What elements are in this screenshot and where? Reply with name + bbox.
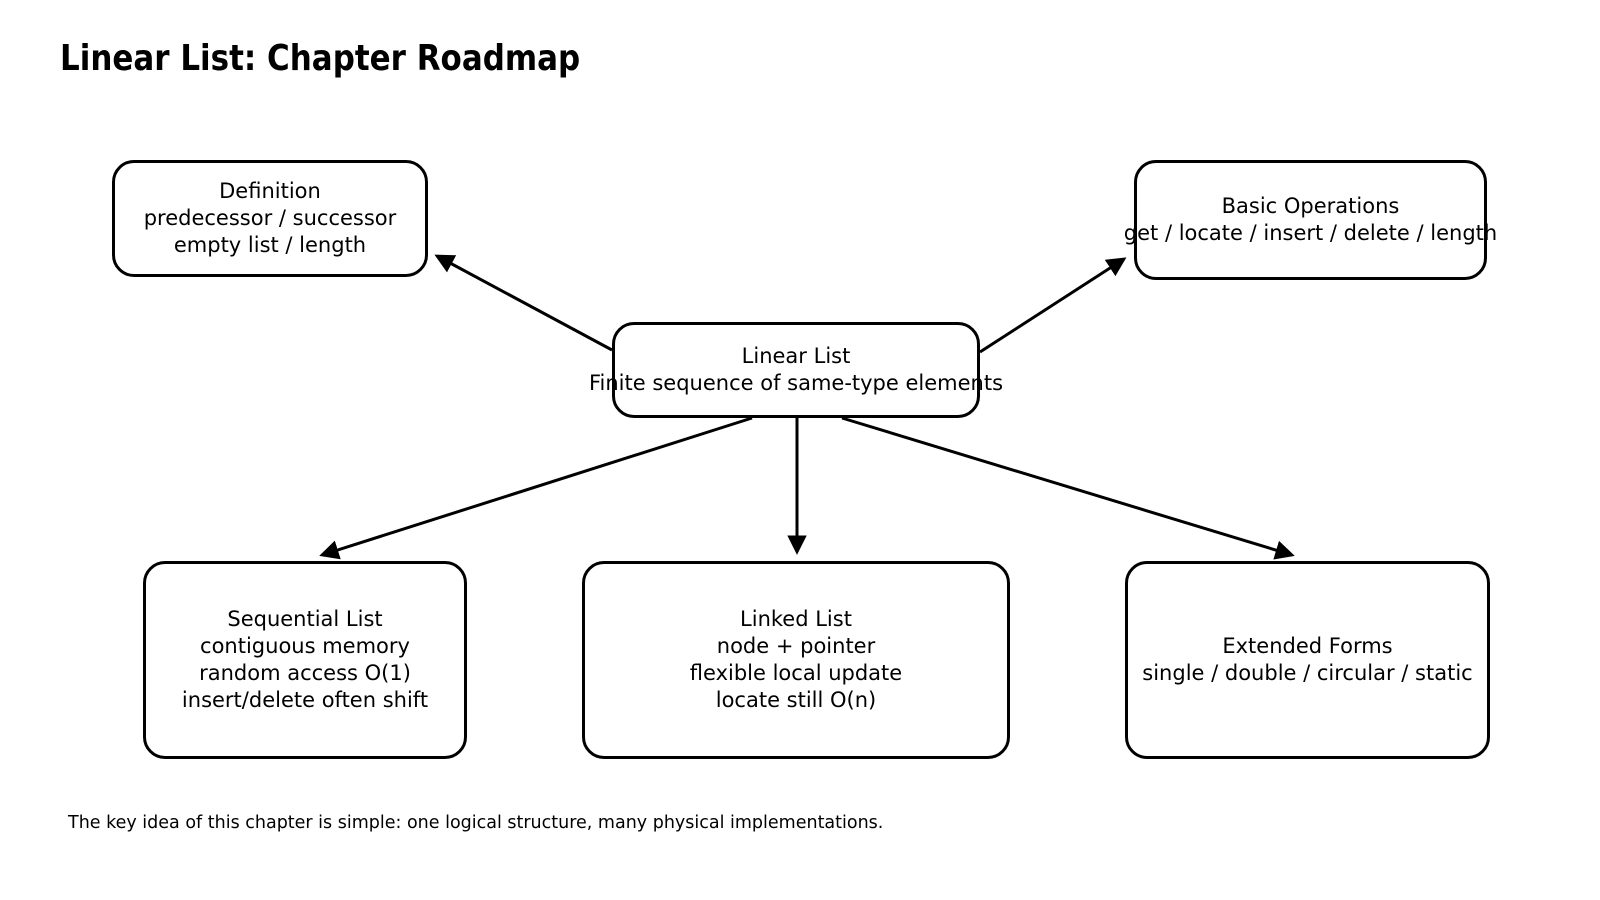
node-line: node + pointer xyxy=(716,634,876,658)
node-line: predecessor / successor xyxy=(143,206,397,230)
node-definition: Definition predecessor / successor empty… xyxy=(112,160,428,277)
node-basic-operations: Basic Operations get / locate / insert /… xyxy=(1124,160,1497,280)
edge-arrow-to-definition xyxy=(434,254,613,352)
edge-arrow-to-basic-operations xyxy=(979,257,1127,354)
node-line: get / locate / insert / delete / length xyxy=(1123,221,1498,245)
node-line: locate still O(n) xyxy=(715,688,877,712)
edge-arrow-to-sequential-list xyxy=(319,416,753,560)
node-line: contiguous memory xyxy=(200,634,410,658)
node-line: Definition xyxy=(219,179,321,203)
node-extended-forms: Extended Forms single / double / circula… xyxy=(1125,561,1490,759)
node-line: Basic Operations xyxy=(1221,194,1400,218)
node-line: Linked List xyxy=(740,607,852,631)
node-sequential-list: Sequential List contiguous memory random… xyxy=(143,561,467,759)
node-line: Finite sequence of same-type elements xyxy=(588,371,1004,395)
node-linear-list: Linear List Finite sequence of same-type… xyxy=(589,322,1003,418)
node-line: insert/delete often shift xyxy=(181,688,429,712)
footer-note: The key idea of this chapter is simple: … xyxy=(68,813,884,833)
node-line: flexible local update xyxy=(689,661,903,685)
node-line: single / double / circular / static xyxy=(1142,661,1473,685)
node-line: Linear List xyxy=(741,344,851,368)
node-linked-list: Linked List node + pointer flexible loca… xyxy=(582,561,1010,759)
edge-arrow-to-extended-forms xyxy=(841,416,1295,560)
node-line: empty list / length xyxy=(173,233,367,257)
node-line: Sequential List xyxy=(227,607,383,631)
diagram-title: Linear List: Chapter Roadmap xyxy=(60,38,581,79)
node-line: random access O(1) xyxy=(199,661,411,685)
node-line: Extended Forms xyxy=(1222,634,1393,658)
